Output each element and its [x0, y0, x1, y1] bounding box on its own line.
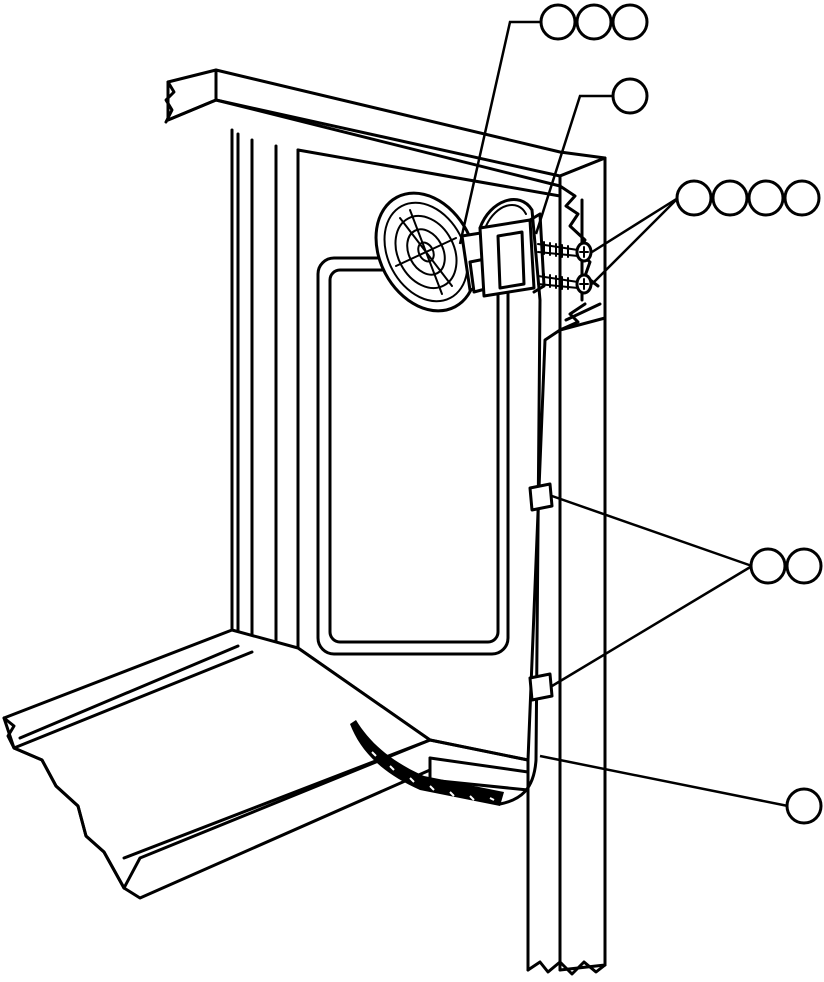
leader-lines [458, 20, 789, 808]
callout-bubble [783, 179, 821, 217]
callout-bubble [749, 547, 787, 585]
callout-bubble [711, 179, 749, 217]
cable-clip-lower [528, 672, 554, 702]
callout-bubble [539, 3, 577, 41]
callout-bubble [675, 179, 713, 217]
callout-bubble [575, 3, 613, 41]
callout-bubble [611, 77, 649, 115]
cable-clip-upper [528, 482, 554, 512]
callout-group-fan-assembly [539, 3, 649, 41]
callout-group-mounting-bracket [611, 77, 649, 115]
callout-group-power-cable [785, 787, 823, 825]
mounting-screw-upper [537, 241, 593, 263]
callout-bubble [785, 787, 823, 825]
callout-group-cable-clips [749, 547, 823, 585]
left-frame-jambs [230, 128, 300, 654]
power-cable [350, 198, 542, 806]
mounting-screw-lower [537, 273, 593, 295]
callout-bubble [785, 547, 823, 585]
callout-bubble [747, 179, 785, 217]
callout-bubble [611, 3, 649, 41]
bottom-sill [2, 628, 530, 900]
callout-group-mounting-screws [675, 179, 821, 217]
top-header-beam [164, 68, 607, 192]
mounting-bracket [478, 212, 546, 298]
